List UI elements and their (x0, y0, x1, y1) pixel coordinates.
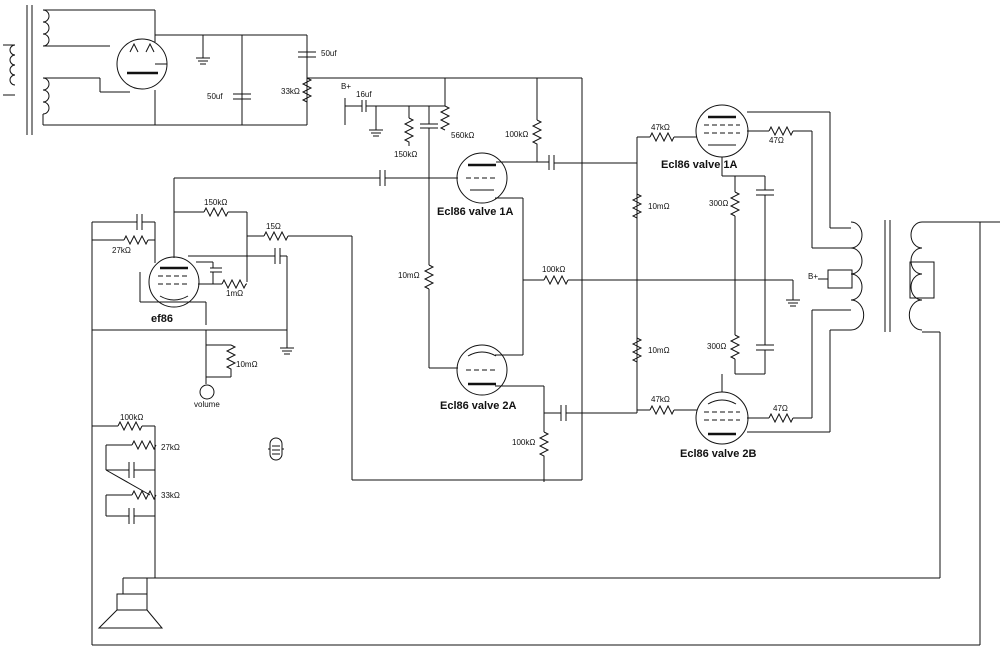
label-volume: volume (194, 400, 220, 409)
tube-ecl86-1a-right (695, 104, 749, 158)
label-560k: 560kΩ (451, 131, 474, 140)
tube-ef86 (148, 256, 200, 308)
speaker-icon (97, 577, 940, 629)
label-ecl86-2b: Ecl86 valve 2B (680, 448, 757, 460)
resistor-47k-bot (649, 404, 675, 416)
label-100k-mid: 100kΩ (542, 265, 565, 274)
resistor-47-bot (768, 412, 794, 424)
ground-symbol (280, 347, 294, 355)
capacitor-coupling-2a (560, 405, 567, 421)
resistor-560k (439, 105, 451, 131)
resistor-150k-ef86 (203, 206, 229, 218)
capacitor-ef86-cathode (210, 267, 222, 273)
capacitor-cathode-top (756, 189, 774, 196)
label-10m-vol: 10mΩ (236, 360, 258, 369)
label-300-top: 300Ω (709, 199, 728, 208)
resistor-27k-fb (131, 439, 157, 451)
capacitor-input (379, 170, 386, 186)
ground-symbol (369, 129, 383, 137)
capacitor-16uf (361, 100, 367, 112)
resistor-100k-mid (543, 274, 569, 286)
resistor-300-bot (729, 334, 741, 360)
label-ecl86-1a-mid: Ecl86 valve 1A (437, 206, 514, 218)
label-150k-ef86: 150kΩ (204, 198, 227, 207)
output-transformer (850, 220, 1000, 333)
resistor-10m-vol (225, 344, 237, 377)
resistor-1m (221, 278, 247, 290)
resistor-150k-top (403, 117, 415, 146)
volume-input-jack (199, 384, 215, 400)
capacitor-fb-2 (128, 508, 135, 524)
label-ecl86-2a: Ecl86 valve 2A (440, 400, 517, 412)
resistor-100k-bot (538, 431, 550, 482)
tube-ecl86-1a-mid (456, 152, 508, 204)
label-100k-bot: 100kΩ (512, 438, 535, 447)
ground-symbol (196, 35, 210, 65)
label-27k-fb: 27kΩ (161, 443, 180, 452)
label-10m-r2: 10mΩ (648, 346, 670, 355)
ground-symbol (786, 299, 800, 307)
resistor-47-top (768, 125, 794, 137)
resistor-33k-fb (131, 489, 157, 501)
label-10m-r1: 10mΩ (648, 202, 670, 211)
capacitor-ef86-fb (136, 214, 143, 230)
capacitor-50uf-left (233, 93, 251, 100)
label-ecl86-1a-right: Ecl86 valve 1A (661, 159, 738, 171)
resistor-100k-fb (117, 420, 143, 432)
label-10m-mid: 10mΩ (398, 271, 420, 280)
label-47k-bot: 47kΩ (651, 395, 670, 404)
label-15: 15Ω (266, 222, 281, 231)
capacitor-cathode-bot (756, 344, 774, 351)
bplus-terminal (827, 269, 853, 289)
capacitor-coupling-1a (548, 155, 555, 170)
resistor-10m-r1 (631, 193, 643, 219)
resistor-15 (263, 230, 289, 242)
rectifier-tube (116, 38, 168, 90)
resistor-10m-r2 (631, 337, 643, 363)
label-100k-fb: 100kΩ (120, 413, 143, 422)
label-1m: 1mΩ (226, 289, 243, 298)
capacitor-50uf-top (298, 51, 316, 58)
resistor-27k-ef86 (123, 234, 149, 246)
label-47-top: 47Ω (769, 136, 784, 145)
resistor-47k-top (649, 131, 675, 143)
label-16uf: 16uf (356, 90, 372, 99)
label-50uf-left: 50uf (207, 92, 223, 101)
resistor-300-top (729, 191, 741, 217)
tube-ecl86-2a (456, 344, 508, 396)
resistor-100k-top (531, 119, 543, 158)
label-47-bot: 47Ω (773, 404, 788, 413)
label-bplus-right: B+ (808, 272, 818, 281)
resistor-10m-mid (423, 264, 435, 290)
capacitor-coupling-top (420, 123, 438, 129)
capacitor-ef86-screen (274, 248, 281, 264)
resistor-33k (301, 77, 313, 103)
label-33k-fb: 33kΩ (161, 491, 180, 500)
label-47k-top: 47kΩ (651, 123, 670, 132)
label-bplus-top: B+ (341, 82, 351, 91)
tube-icon (268, 437, 284, 461)
label-150k-top: 150kΩ (394, 150, 417, 159)
label-100k-top: 100kΩ (505, 130, 528, 139)
label-300-bot: 300Ω (707, 342, 726, 351)
label-50uf-top: 50uf (321, 49, 337, 58)
capacitor-fb-1 (128, 462, 135, 478)
label-33k: 33kΩ (281, 87, 300, 96)
power-transformer (3, 5, 156, 135)
tube-ecl86-2b (695, 391, 749, 445)
label-27k-ef86: 27kΩ (112, 246, 131, 255)
label-ef86: ef86 (151, 313, 173, 325)
